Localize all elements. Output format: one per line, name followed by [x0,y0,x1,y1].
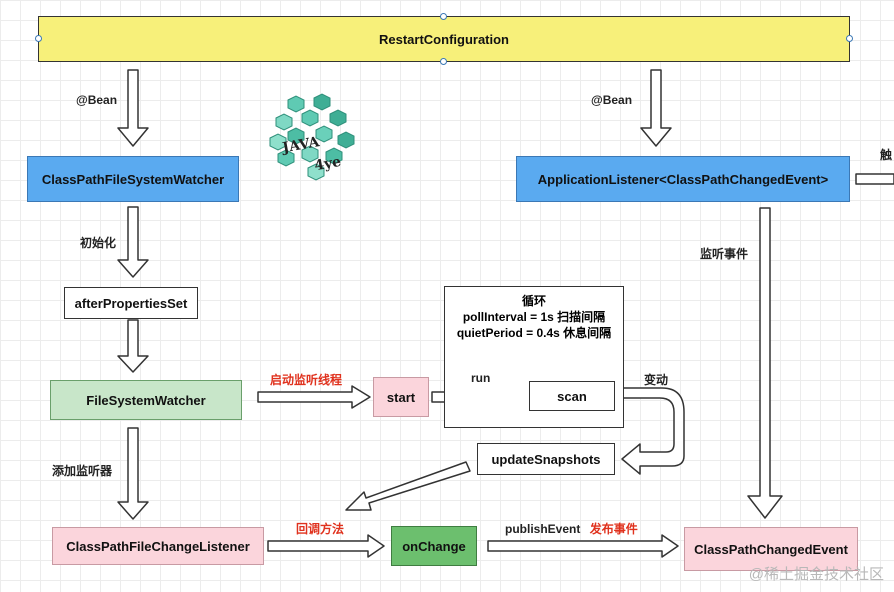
arrow-config-to-listener [640,69,672,147]
arrow-cpfcl-to-onchange [267,534,385,558]
arrow-trigger-stub [855,173,894,185]
init-label: 初始化 [80,236,117,250]
publish-event-text: publishEvent [505,522,581,536]
loop-title: 循环 [521,294,546,308]
publish-event-label: publishEvent 发布事件 [505,520,638,537]
trigger-label-cut: 触 [880,148,893,162]
publish-event-cn-text: 发布事件 [589,522,638,536]
add-listener-label: 添加监听器 [52,464,113,478]
restart-configuration-node[interactable]: RestartConfiguration [38,16,850,62]
change-label: 变动 [644,373,669,387]
arrow-after-to-fsw [117,319,149,373]
arrow-onchange-to-event [487,534,679,558]
resize-handle-left[interactable] [35,35,42,42]
bean-label-right: @Bean [591,93,633,107]
arrow-listener-to-event [747,207,783,519]
scan-node[interactable]: scan [529,381,615,411]
resize-handle-right[interactable] [846,35,853,42]
update-snapshots-node[interactable]: updateSnapshots [477,443,615,475]
listen-event-label: 监听事件 [700,247,749,261]
arrow-fsw-to-start [257,385,371,409]
file-system-watcher-node[interactable]: FileSystemWatcher [50,380,242,420]
bean-label-left: @Bean [76,93,118,107]
callback-method-label: 回调方法 [296,522,345,536]
classpath-file-system-watcher-node[interactable]: ClassPathFileSystemWatcher [27,156,239,202]
resize-handle-top[interactable] [440,13,447,20]
resize-handle-bottom[interactable] [440,58,447,65]
run-label: run [471,371,491,385]
arrow-config-to-watcher [117,69,149,147]
arrow-fsw-to-cpfcl [117,427,149,520]
loop-poll-interval: pollInterval = 1s 扫描间隔 [462,310,606,324]
arrow-scan-to-update [617,387,685,475]
java-4ye-logo-icon: JAVA 4ye [269,93,355,181]
classpath-changed-event-node[interactable]: ClassPathChangedEvent [684,527,858,571]
arrow-watcher-to-after [117,206,149,278]
logo-line1: JAVA [279,134,321,157]
application-listener-node[interactable]: ApplicationListener<ClassPathChangedEven… [516,156,850,202]
arrow-update-to-cpfcl [345,461,471,511]
classpath-file-change-listener-node[interactable]: ClassPathFileChangeListener [52,527,264,565]
start-node[interactable]: start [373,377,429,417]
loop-quiet-period: quietPeriod = 0.4s 休息间隔 [456,326,612,340]
after-properties-set-node[interactable]: afterPropertiesSet [64,287,198,319]
watermark: @稀土掘金技术社区 [748,566,884,583]
start-watch-thread-label: 启动监听线程 [270,373,343,387]
logo-line2: 4ye [313,154,342,174]
on-change-node[interactable]: onChange [391,526,477,566]
